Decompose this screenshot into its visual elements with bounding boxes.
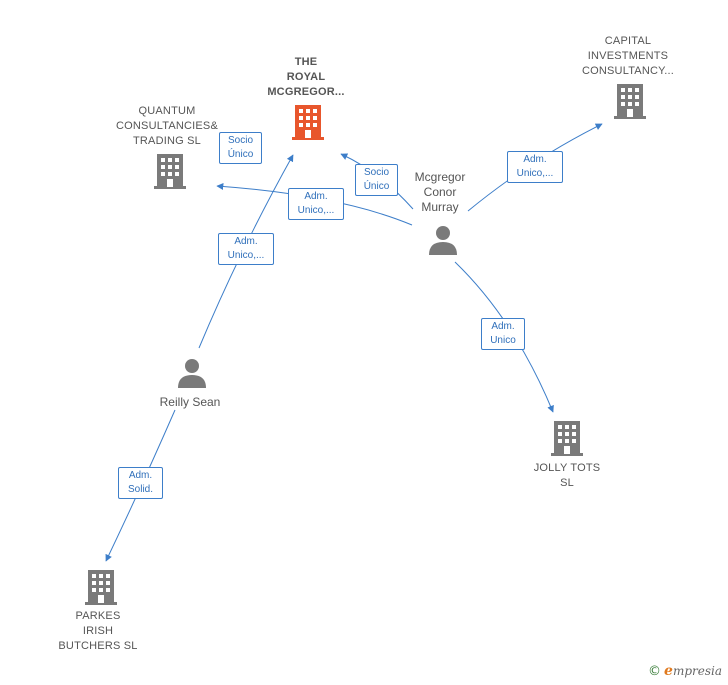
edge-label-mcgregor-capital[interactable]: Adm. Unico,... bbox=[507, 151, 563, 183]
building-icon[interactable] bbox=[154, 153, 186, 189]
person-icon[interactable] bbox=[428, 225, 458, 255]
node-label-royal[interactable]: THE ROYAL MCGREGOR... bbox=[267, 56, 345, 98]
building-icon[interactable] bbox=[551, 420, 583, 456]
building-icon[interactable] bbox=[292, 104, 324, 140]
node-label-parkes[interactable]: PARKES IRISH BUTCHERS SL bbox=[58, 610, 138, 652]
node-label-reilly[interactable]: Reilly Sean bbox=[159, 395, 221, 409]
brand-e: e bbox=[664, 663, 673, 679]
brand-name: mpresia bbox=[672, 664, 722, 678]
edge-label-reilly-parkes[interactable]: Adm. Solid. bbox=[118, 467, 163, 499]
building-icon[interactable] bbox=[85, 569, 117, 605]
copyright-icon: © bbox=[648, 664, 662, 679]
edge-label-mcgregor-royal[interactable]: Socio Único bbox=[355, 164, 398, 196]
edge-label-mcgregor-jolly[interactable]: Adm. Unico bbox=[481, 318, 525, 350]
brand-logo: ©empresia bbox=[648, 663, 722, 679]
node-label-capital[interactable]: CAPITAL INVESTMENTS CONSULTANCY... bbox=[581, 35, 675, 77]
node-label-jolly[interactable]: JOLLY TOTS SL bbox=[533, 462, 601, 489]
edge-label-reilly-royal[interactable]: Adm. Unico,... bbox=[218, 233, 274, 265]
edge-label-mcgregor-quantum[interactable]: Adm. Unico,... bbox=[288, 188, 344, 220]
edge-label-quantum-socio[interactable]: Socio Único bbox=[219, 132, 262, 164]
node-label-quantum[interactable]: QUANTUM CONSULTANCIES& TRADING SL bbox=[115, 105, 219, 147]
node-label-mcgregor[interactable]: Mcgregor Conor Murray bbox=[414, 170, 466, 214]
building-icon[interactable] bbox=[614, 83, 646, 119]
person-icon[interactable] bbox=[177, 358, 207, 388]
